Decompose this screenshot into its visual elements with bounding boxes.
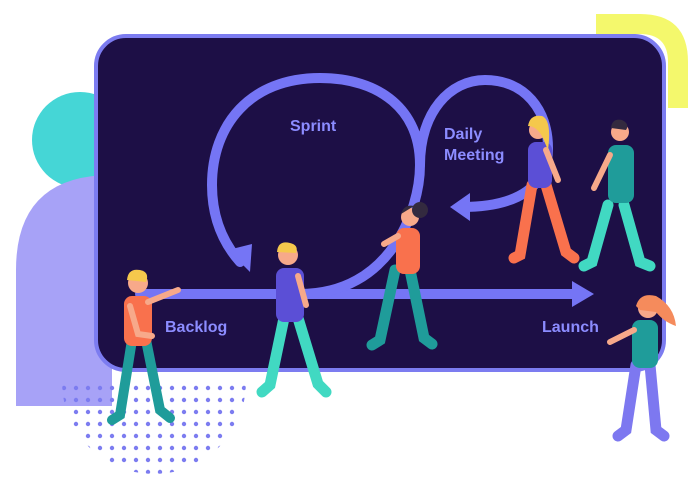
person-icon-walking-center xyxy=(256,242,332,398)
launch-arrowhead xyxy=(572,281,594,307)
daily-meeting-label-line1: Daily xyxy=(444,126,482,143)
sprint-label: Sprint xyxy=(290,118,337,135)
yellow-arc-decoration xyxy=(596,14,688,108)
dotted-semicircle-decoration xyxy=(62,382,246,474)
person-icon-backlog xyxy=(107,269,181,425)
person-icon-redhead-woman xyxy=(607,295,676,442)
person-icon-woman-bun xyxy=(366,202,438,351)
backlog-label: Backlog xyxy=(165,319,227,336)
daily-meeting-label-line2: Meeting xyxy=(444,147,504,164)
daily-meeting-arrowhead xyxy=(450,193,470,221)
process-board xyxy=(94,34,666,372)
lavender-blob-decoration xyxy=(16,175,112,406)
person-icon-blonde-woman xyxy=(508,115,580,264)
sprint-arrowhead xyxy=(228,244,252,272)
launch-label: Launch xyxy=(542,319,599,336)
person-icon-man-right xyxy=(578,119,656,272)
